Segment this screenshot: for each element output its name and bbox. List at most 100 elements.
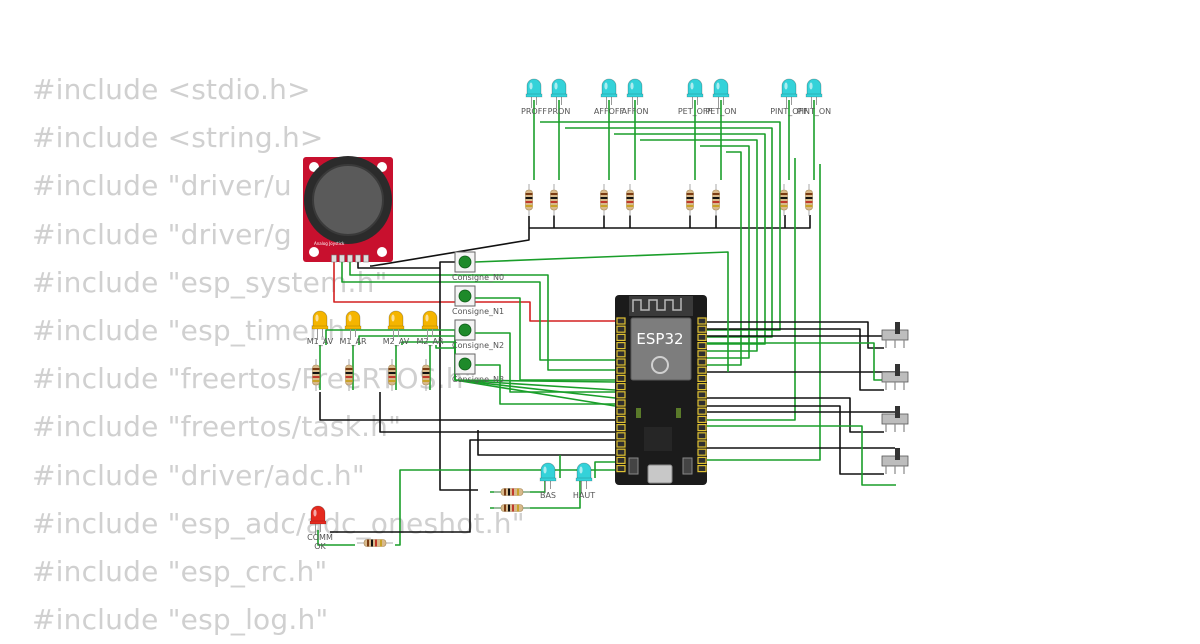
motor-signal — [401, 341, 616, 399]
code-line: #include <string.h> — [32, 121, 324, 155]
esp32-label: ESP32 — [636, 330, 683, 348]
switch-wire — [700, 321, 884, 349]
led-highlight — [529, 82, 533, 90]
usb-port-icon — [647, 464, 673, 484]
header-pin — [697, 391, 707, 399]
switch-lever — [895, 322, 900, 334]
resistor-band — [712, 197, 720, 199]
ground-wire — [477, 430, 615, 456]
led-highlight — [604, 82, 608, 90]
resistor — [712, 184, 720, 216]
led-rim — [626, 93, 644, 98]
antenna-trace — [632, 298, 682, 312]
resistor-band — [504, 488, 506, 496]
resistor-band — [375, 539, 377, 547]
led-rim — [550, 93, 568, 98]
header-pin — [697, 399, 707, 407]
espressif-logo-icon — [651, 356, 669, 374]
led-label: M2_AV — [383, 337, 410, 346]
code-background: #include <stdio.h> #include <string.h> #… — [32, 66, 525, 644]
button-cap — [458, 255, 472, 269]
resistor — [600, 184, 608, 216]
button-consigne-n0 — [454, 251, 476, 273]
led-rim — [309, 520, 327, 525]
resistor-band — [550, 205, 558, 207]
header-pin — [616, 456, 626, 464]
code-line: #include "esp_crc.h" — [32, 555, 328, 589]
esp32-shield — [630, 317, 692, 381]
led-haut: HAUT — [573, 462, 595, 500]
button-label: Consigne_N1 — [452, 307, 504, 316]
resistor-band — [422, 372, 430, 374]
usb-chip — [644, 427, 672, 451]
led-highlight — [784, 82, 788, 90]
joystick-pin — [347, 254, 353, 263]
resistor-band — [600, 197, 608, 199]
header-pin — [697, 383, 707, 391]
resistor-band — [626, 201, 634, 203]
led-pet-on: PET_ON — [705, 78, 737, 116]
led-body — [687, 78, 703, 97]
resistor-band — [367, 539, 369, 547]
button-consigne-n1 — [454, 285, 476, 307]
header-pin — [616, 317, 626, 325]
led-rim — [421, 325, 439, 330]
motor-ground — [319, 392, 615, 421]
ground-wire — [370, 216, 530, 267]
joystick-pin — [331, 254, 337, 263]
led-label: AFFOFF — [594, 107, 625, 116]
resistor-band — [371, 539, 373, 547]
button-label: Consigne_N3 — [452, 375, 504, 384]
resistor-band — [312, 376, 320, 378]
led-m2-av: M2_AV — [383, 310, 410, 346]
led-pint-off: PINT_OFF — [770, 78, 808, 116]
resistor — [494, 488, 530, 496]
resistor-band — [422, 380, 430, 382]
header-pin — [616, 415, 626, 423]
wires — [317, 100, 896, 546]
header-pin — [616, 465, 626, 473]
resistor — [780, 184, 788, 216]
header-pin — [616, 391, 626, 399]
joystick-pin — [363, 254, 369, 263]
header-pin — [697, 358, 707, 366]
resistor — [525, 184, 533, 216]
resistor-band — [345, 376, 353, 378]
signal-wire — [565, 127, 773, 338]
header-pin — [697, 317, 707, 325]
resistor-band — [712, 201, 720, 203]
header-pin — [697, 342, 707, 350]
button-wire — [474, 251, 729, 372]
power-wire — [333, 262, 615, 322]
header-pin — [697, 407, 707, 415]
signal-wire — [540, 121, 781, 331]
resistor-band — [512, 488, 514, 496]
slide-switch — [881, 448, 909, 474]
smd-part — [676, 408, 681, 418]
resistor — [494, 504, 530, 512]
joystick-label: Analog Joystick — [314, 241, 345, 246]
led-rim — [344, 325, 362, 330]
switch-wire — [700, 342, 896, 381]
led-highlight — [716, 82, 720, 90]
header-pin — [697, 366, 707, 374]
button-ground — [439, 261, 478, 491]
resistor-band — [550, 197, 558, 199]
led-body — [312, 310, 328, 329]
resistor-band — [422, 376, 430, 378]
header-pin — [616, 432, 626, 440]
resistor — [345, 359, 353, 391]
joystick-pin — [339, 254, 345, 263]
led-body — [806, 78, 822, 97]
boot-button — [628, 457, 639, 475]
led-label: BAS — [540, 491, 556, 500]
header-pin — [616, 448, 626, 456]
led-rim — [780, 93, 798, 98]
joystick-wire — [349, 262, 615, 371]
resistor-band — [805, 193, 813, 195]
button-consigne-n2 — [454, 319, 476, 341]
slide-switch — [881, 322, 909, 348]
led-body — [310, 505, 326, 524]
header-pin — [616, 325, 626, 333]
header-pin — [616, 424, 626, 432]
